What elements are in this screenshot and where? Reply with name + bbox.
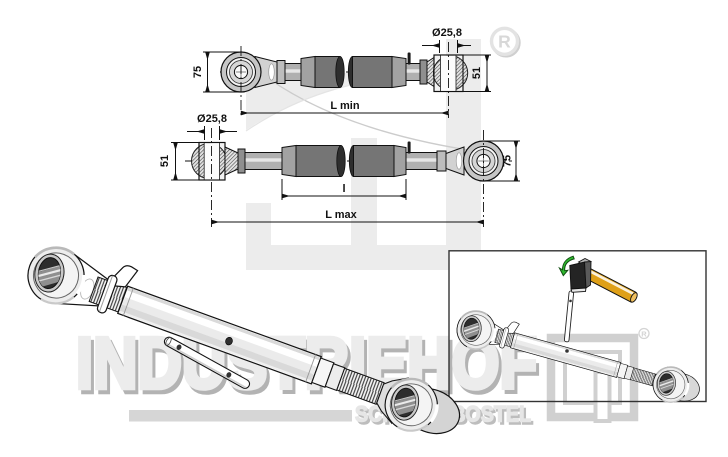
svg-text:Ø25,8: Ø25,8: [432, 27, 462, 39]
svg-text:75: 75: [192, 66, 204, 78]
svg-text:51: 51: [159, 155, 171, 167]
svg-text:R: R: [641, 330, 647, 339]
svg-text:51: 51: [471, 67, 483, 79]
svg-text:L max: L max: [325, 209, 357, 221]
svg-text:R: R: [498, 32, 511, 52]
svg-text:L min: L min: [330, 100, 359, 112]
svg-text:75: 75: [502, 155, 514, 167]
svg-text:l: l: [342, 183, 345, 195]
svg-text:Ø25,8: Ø25,8: [197, 113, 227, 125]
